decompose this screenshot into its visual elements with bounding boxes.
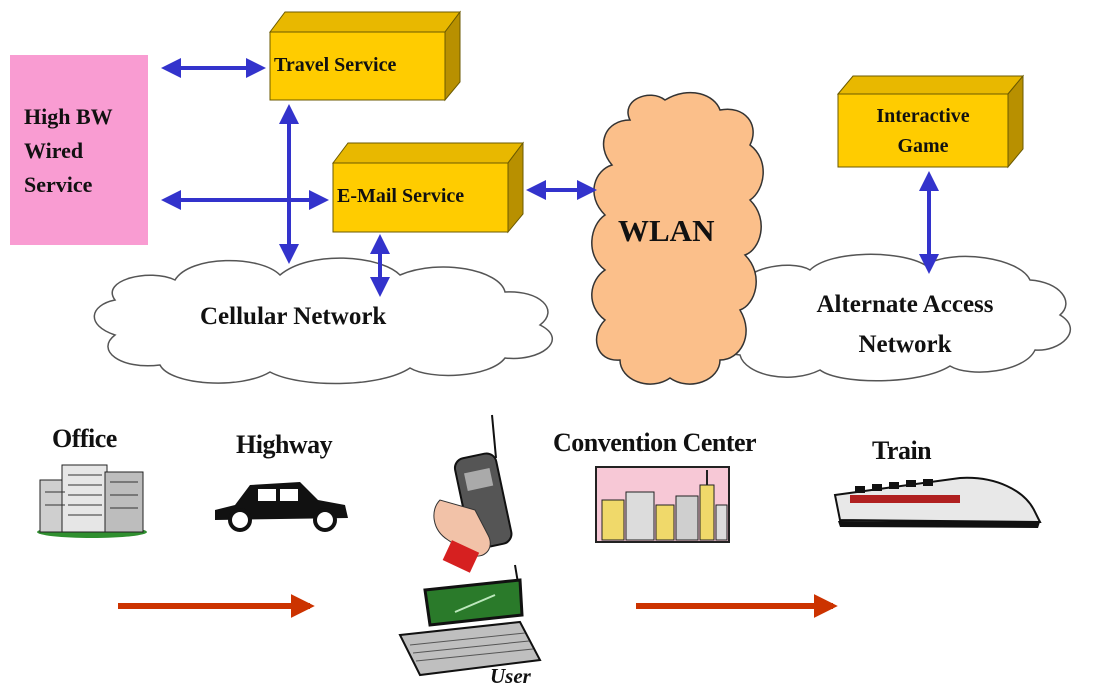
wlan-label: WLAN	[618, 213, 715, 248]
alternate-access-network-cloud	[712, 253, 1072, 382]
cellular-network-cloud	[93, 257, 554, 385]
user-label: User	[490, 664, 531, 688]
train-icon	[833, 476, 1042, 528]
wlan-cloud	[591, 91, 764, 385]
city-skyline-icon	[595, 466, 730, 543]
travel-service-box	[269, 10, 461, 102]
interactive-game-line1: Interactive	[876, 105, 970, 127]
convention-center-label: Convention Center	[553, 428, 757, 457]
travel-service-label: Travel Service	[274, 54, 397, 76]
alternate-access-network-label: Alternate Access Network	[760, 285, 1050, 365]
email-service-label: E-Mail Service	[337, 185, 465, 207]
laptop-icon	[398, 564, 542, 677]
car-icon	[215, 482, 348, 532]
interactive-game-line2: Game	[897, 135, 949, 157]
wired-service-line2: Wired	[24, 138, 84, 163]
cellular-network-label: Cellular Network	[200, 303, 387, 330]
wired-service-line1: High BW	[24, 104, 113, 129]
link-arrows	[161, 58, 939, 297]
interactive-game-label: Interactive Game	[838, 101, 1008, 161]
highway-label: Highway	[236, 430, 333, 459]
wired-service-label: High BW Wired Service	[24, 100, 113, 202]
train-label: Train	[872, 436, 932, 465]
wired-service-box	[10, 55, 148, 245]
interactive-game-box	[836, 74, 1025, 169]
alternate-access-line2: Network	[858, 331, 952, 358]
alternate-access-line1: Alternate Access	[816, 291, 994, 318]
office-label: Office	[52, 424, 117, 453]
cell-phone-icon	[433, 414, 513, 573]
office-building-icon	[37, 464, 147, 538]
email-service-box	[332, 141, 524, 234]
wired-service-line3: Service	[24, 172, 93, 197]
